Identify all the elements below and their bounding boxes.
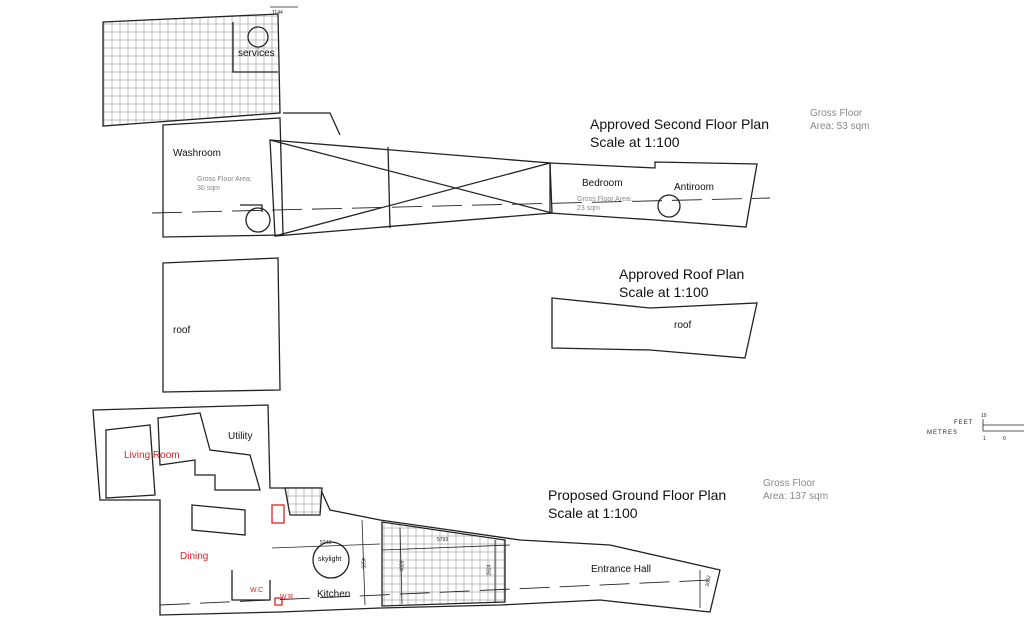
dimension-label: 1144 (272, 10, 283, 16)
scale-metres-tick-mid: 0 (1003, 436, 1006, 442)
washroom-area: Gross Floor Area:30 sqm (197, 176, 252, 192)
services-terrace (102, 6, 298, 127)
room-label-antiroom: Antiroom (674, 182, 715, 193)
room-label-wr: W.R (280, 594, 294, 601)
room-label-dining: Dining (180, 551, 209, 562)
room-label-services: services (238, 48, 275, 59)
scale-bar (982, 419, 1024, 432)
dimension-label: 4505 (359, 557, 366, 569)
room-label-wc: W.C (250, 587, 264, 594)
scale-metres-tick-start: 1 (983, 436, 986, 442)
roof-label-left: roof (173, 325, 191, 336)
room-label-bedroom: Bedroom (582, 178, 623, 189)
dimension-label: 4828 (399, 560, 406, 572)
scale-metres-label: METRES (927, 430, 959, 436)
dimension-label: 2624 (486, 564, 493, 576)
ground-floor-outline (92, 404, 721, 616)
scale-feet-label: FEET (954, 420, 974, 426)
bedroom-antiroom-outline (549, 161, 758, 228)
room-label-washroom: Washroom (173, 148, 221, 159)
dimension-label: 5793 (437, 537, 449, 543)
roof-left-outline (162, 257, 281, 393)
skylight-label: skylight (318, 556, 342, 563)
scale-feet-tick: 10 (981, 413, 987, 419)
room-label-kitchen: Kitchen (317, 589, 351, 600)
dimension-label: 5243 (320, 540, 332, 546)
bedroom-area: Gross Floor Area:23 sqm (577, 196, 632, 212)
roof-right-outline (551, 297, 758, 359)
room-label-entrance-hall: Entrance Hall (591, 564, 652, 575)
roof-label-right: roof (674, 320, 692, 331)
void-area (269, 112, 553, 237)
room-label-living-room: Living Room (124, 450, 180, 461)
room-label-utility: Utility (228, 431, 253, 442)
